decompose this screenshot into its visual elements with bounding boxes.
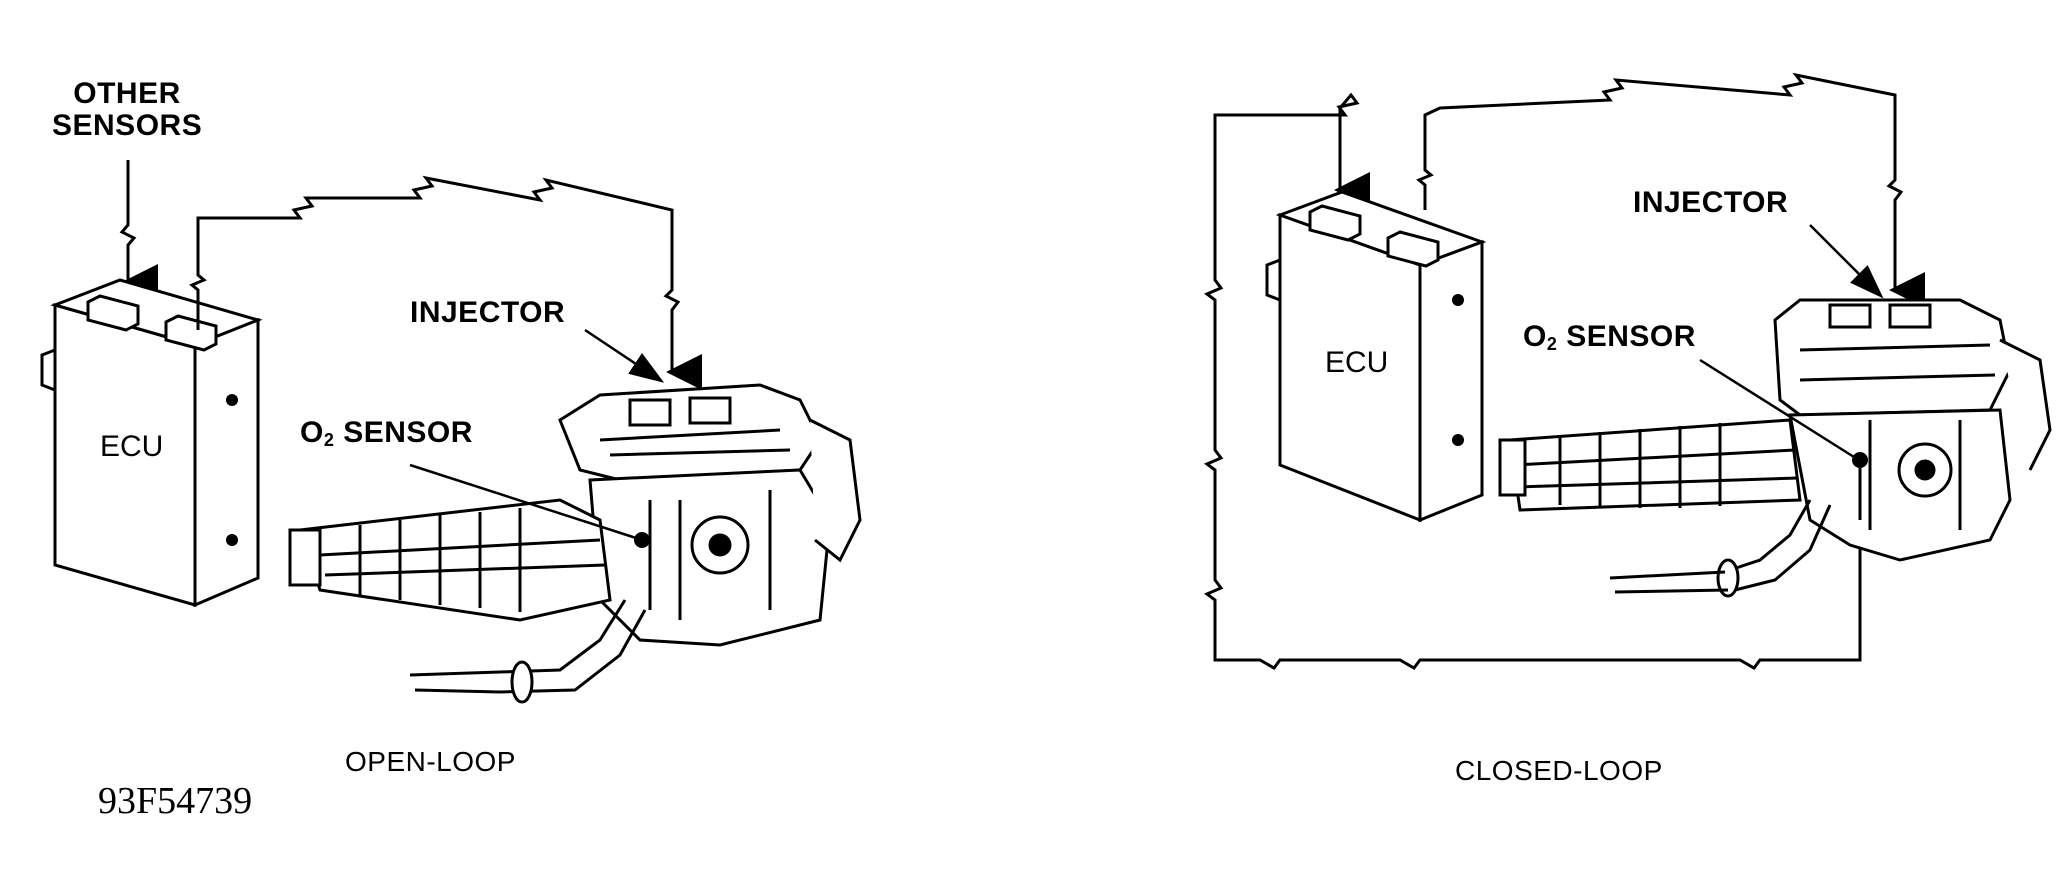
other-sensors-signal-arrow [119, 160, 158, 300]
ecu-label-open: ECU [100, 430, 164, 463]
other-sensors-line2: SENSORS [52, 108, 203, 142]
o2-sensor-dot-closed [1852, 452, 1868, 468]
o2-sensor-leader-closed [1699, 358, 1855, 459]
injector-label-closed: INJECTOR [1633, 186, 1789, 219]
closed-loop-caption: CLOSED-LOOP [1455, 755, 1663, 786]
injector-label-open: INJECTOR [410, 296, 566, 329]
ecu-module-open [40, 278, 263, 608]
o2-suffix-closed: SENSOR [1557, 320, 1696, 353]
open-loop-caption: OPEN-LOOP [345, 746, 516, 777]
closed-loop-diagram [1204, 72, 2052, 670]
o2-suffix: SENSOR [334, 416, 473, 449]
ecu-module-closed [1265, 190, 1487, 523]
injector-leader-open [584, 328, 665, 383]
o2-sensor-label-open: O2 SENSOR [300, 416, 473, 450]
other-sensors-label: OTHER SENSORS [52, 78, 202, 141]
o2-sensor-label-closed: O2 SENSOR [1523, 320, 1696, 354]
o2-sensor-leader-open [409, 463, 637, 540]
injector-leader-closed [1809, 224, 1884, 299]
engine-illustration-closed [1498, 298, 2052, 598]
o2-subscript-closed: 2 [1546, 334, 1558, 354]
injector-signal-wire-open [189, 175, 702, 390]
feedback-loop-wire [1204, 92, 1862, 670]
o2-prefix: O [300, 416, 324, 449]
o2-subscript: 2 [323, 430, 335, 450]
ecu-label-closed: ECU [1325, 346, 1389, 379]
engine-illustration-open [288, 383, 862, 704]
figure-code: 93F54739 [98, 780, 253, 822]
open-loop-diagram [40, 160, 862, 704]
o2-sensor-dot-open [634, 532, 650, 548]
o2-prefix-closed: O [1523, 320, 1547, 353]
other-sensors-line1: OTHER [73, 77, 181, 110]
injector-signal-wire-closed [1416, 72, 1925, 308]
